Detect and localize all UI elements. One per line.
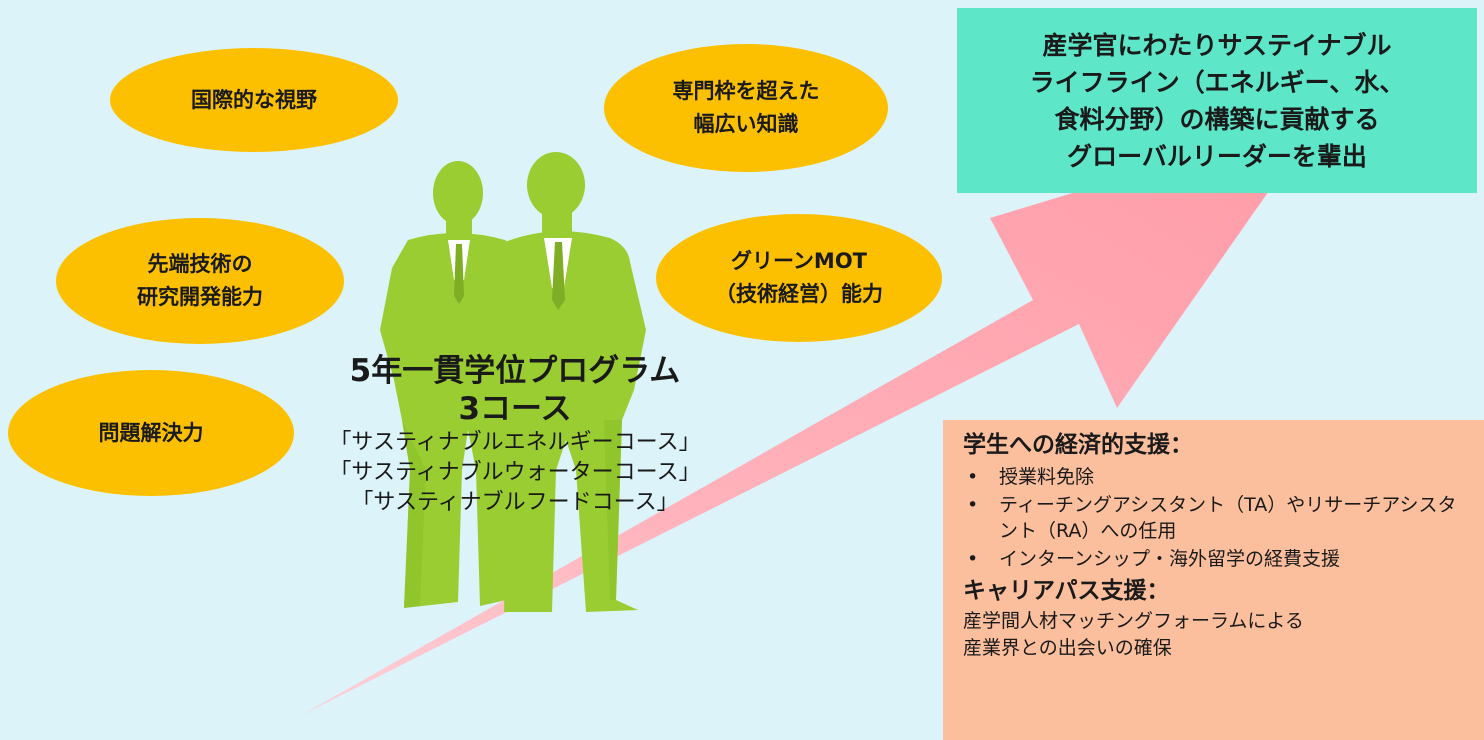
bubble-label: （技術経営）能力 xyxy=(715,282,883,306)
bubble-label: 問題解決力 xyxy=(98,420,204,445)
program-title: 5年一貫学位プログラム xyxy=(349,353,681,389)
skill-bubble-problem-solving: 問題解決力 xyxy=(8,370,294,496)
skill-bubble-broad-knowledge: 専門枠を超えた 幅広い知識 xyxy=(604,44,888,172)
career-support-line: 産業界との出会いの確保 xyxy=(963,637,1172,659)
bubble-label: 専門枠を超えた xyxy=(672,79,820,103)
growth-arrow-icon xyxy=(300,118,1320,716)
program-description: 5年一貫学位プログラム 3コース 「サスティナブルエネルギーコース」 「サスティ… xyxy=(255,352,775,518)
course-name: 「サスティナブルウォーターコース」 xyxy=(329,460,701,485)
bubble-label: 国際的な視野 xyxy=(191,87,317,112)
goal-line: 産学官にわたりサステイナブル xyxy=(1042,30,1392,60)
skill-bubble-green-mot: グリーンMOT （技術経営）能力 xyxy=(656,214,942,342)
program-subtitle: 3コース xyxy=(458,391,572,427)
goal-line: ライフライン（エネルギー、水、 xyxy=(1029,67,1405,97)
course-name: 「サスティナブルフードコース」 xyxy=(351,490,679,515)
career-support-line: 産学間人材マッチングフォーラムによる xyxy=(963,610,1304,632)
bubble-label: 幅広い知識 xyxy=(693,112,799,136)
bubble-label: グリーンMOT xyxy=(730,249,868,273)
skill-bubble-international: 国際的な視野 xyxy=(110,48,398,152)
bubble-label: 研究開発能力 xyxy=(137,285,263,309)
course-name: 「サスティナブルエネルギーコース」 xyxy=(329,430,701,455)
list-item: ティーチングアシスタント（TA）やリサーチアシスタント（RA）への任用 xyxy=(965,492,1472,544)
financial-support-heading: 学生への経済的支援： xyxy=(963,432,1193,458)
skill-bubble-rd-ability: 先端技術の 研究開発能力 xyxy=(56,218,344,344)
goal-box: 産学官にわたりサステイナブル ライフライン（エネルギー、水、 食料分野）の構築に… xyxy=(957,8,1477,193)
list-item: インターンシップ・海外留学の経費支援 xyxy=(965,546,1472,572)
financial-support-list: 授業料免除 ティーチングアシスタント（TA）やリサーチアシスタント（RA）への任… xyxy=(965,464,1472,572)
career-support-heading: キャリアパス支援： xyxy=(963,578,1170,604)
list-item: 授業料免除 xyxy=(965,464,1472,490)
goal-line: 食料分野）の構築に貢献する xyxy=(1054,104,1380,134)
goal-line: グローバルリーダーを輩出 xyxy=(1067,141,1367,171)
bubble-label: 先端技術の xyxy=(147,252,253,276)
support-box: 学生への経済的支援： 授業料免除 ティーチングアシスタント（TA）やリサーチアシ… xyxy=(943,420,1484,740)
